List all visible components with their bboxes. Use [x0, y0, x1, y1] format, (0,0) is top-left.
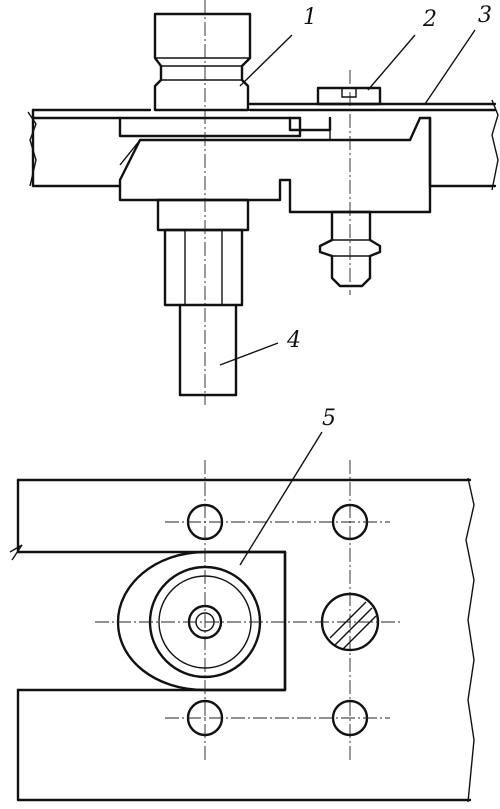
- plan-plate: [9, 477, 475, 803]
- side-elevation-view: [27, 0, 499, 405]
- screw-head: [316, 86, 382, 106]
- lower-nut: [318, 210, 382, 288]
- knob-plan: [116, 550, 287, 692]
- top-knob: [153, 12, 252, 112]
- mounting-holes: [186, 503, 369, 737]
- callout-3: 3: [478, 3, 492, 28]
- callout-5: 5: [322, 406, 336, 431]
- callout-2: 2: [422, 7, 437, 32]
- callout-4: 4: [286, 328, 301, 353]
- shaft-collar: [156, 198, 250, 307]
- frame-plate: [27, 99, 499, 191]
- leader-lines: [219, 29, 476, 566]
- plan-view: [9, 460, 475, 803]
- slider-block: [118, 116, 432, 214]
- callout-1: 1: [303, 5, 317, 30]
- shaft: [178, 303, 238, 397]
